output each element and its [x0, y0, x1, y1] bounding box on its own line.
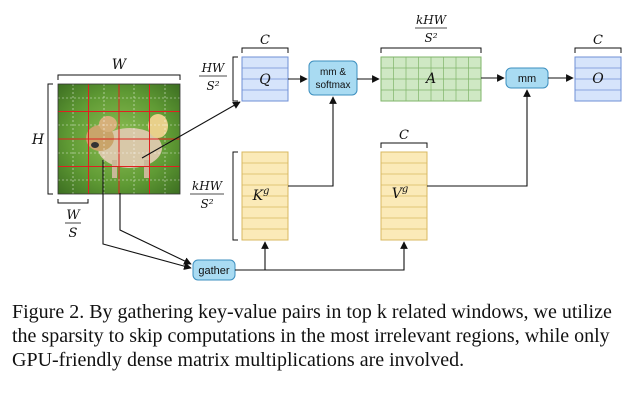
v-cols-label: C [399, 128, 409, 143]
mm-softmax-label-2: softmax [315, 80, 350, 91]
image-height-bracket [47, 83, 53, 195]
a-label: A [424, 71, 436, 87]
q-rows-den: S² [206, 79, 219, 93]
o-cols-label: C [593, 33, 603, 48]
a-cols-den: S² [424, 31, 437, 45]
k-sup: g [263, 186, 269, 197]
svg-text:Vg: Vg [392, 184, 409, 202]
window-grid [58, 84, 180, 194]
a-cols-num: kHW [416, 13, 448, 27]
window-width-bracket [57, 199, 89, 204]
gather-label: gather [198, 265, 230, 277]
kv-rows-den: S² [200, 197, 213, 211]
q-cols-label: C [260, 33, 270, 48]
v-label: V [392, 186, 404, 202]
gather-op: gather [192, 259, 236, 281]
v-matrix: Vg [380, 151, 428, 241]
k-matrix: Kg [241, 151, 289, 241]
q-matrix: Q [241, 56, 289, 102]
mm-softmax-label-1: mm & [320, 67, 346, 78]
q-rows-num: HW [201, 61, 226, 75]
image-width-label: W [112, 57, 128, 73]
window-width-den: S [69, 226, 78, 241]
figure-caption: Figure 2. By gathering key-value pairs i… [12, 301, 612, 371]
q-label: Q [259, 72, 271, 88]
mm-label: mm [518, 73, 536, 85]
mm-softmax-op: mm & softmax [308, 60, 358, 96]
window-width-num: W [66, 208, 81, 223]
v-sup: g [402, 184, 408, 195]
a-matrix: A [380, 56, 482, 102]
o-matrix: O [574, 56, 622, 102]
image-height-label: H [31, 132, 45, 148]
k-label: K [252, 188, 265, 204]
image-width-bracket [57, 74, 181, 80]
mm-op: mm [505, 67, 549, 89]
flow-arrows [102, 74, 574, 271]
attention-diagram: W H W S Q C HW S² Kg kHW S² [31, 13, 622, 281]
kv-rows-num: kHW [192, 179, 224, 193]
svg-text:Kg: Kg [252, 186, 270, 204]
input-image [57, 83, 181, 195]
o-label: O [592, 71, 604, 87]
